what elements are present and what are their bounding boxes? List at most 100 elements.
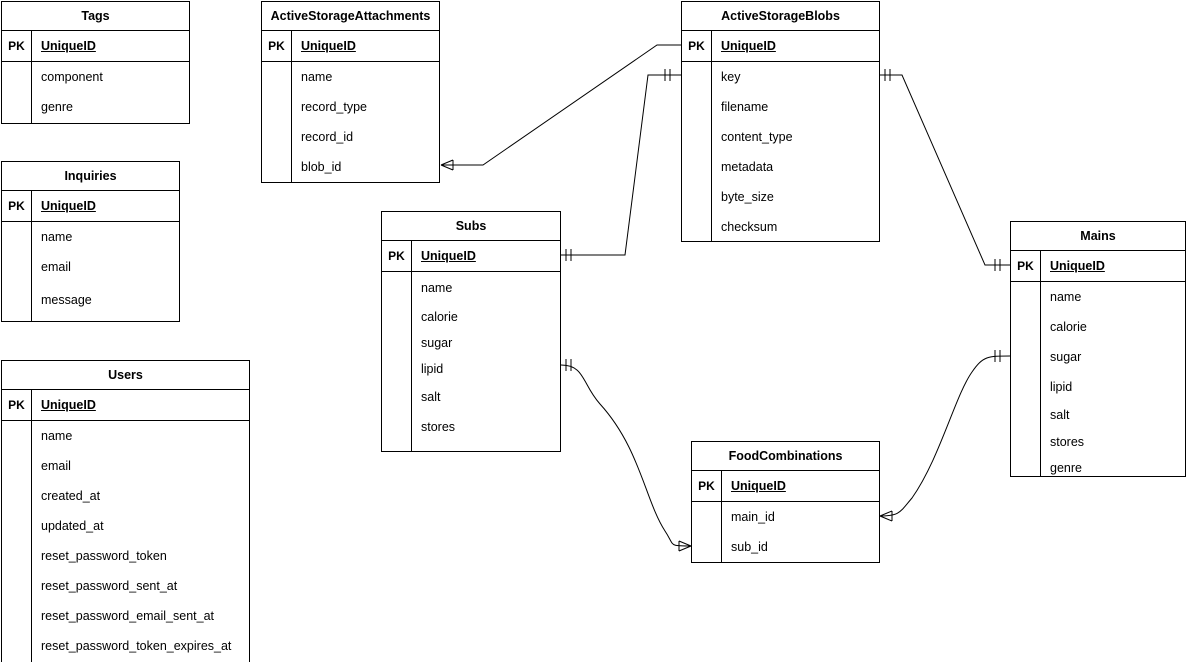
pk-row: PK UniqueID — [692, 471, 879, 502]
attribute-row: reset_password_sent_at — [41, 579, 178, 593]
attribute-body: name calorie sugar lipid salt stores — [382, 272, 560, 451]
attribute-gutter — [2, 222, 32, 321]
attribute-row: content_type — [721, 130, 793, 144]
relationship-foodcombinations-to-mains — [879, 350, 1011, 522]
attribute-list: main_id sub_id — [722, 502, 879, 562]
attribute-body: name calorie sugar lipid salt stores gen… — [1011, 282, 1185, 476]
attribute-row: lipid — [1050, 379, 1073, 394]
attribute-row: reset_password_token — [41, 549, 167, 563]
pk-row: PK UniqueID — [2, 191, 179, 222]
entity-title: Users — [2, 361, 249, 390]
attribute-list: name calorie sugar lipid salt stores — [412, 272, 560, 451]
attribute-body: component genre — [2, 62, 189, 123]
relationship-attachments-to-blobs — [440, 44, 681, 171]
pk-label: PK — [2, 390, 32, 420]
pk-field-name: UniqueID — [731, 479, 786, 493]
pk-field-name: UniqueID — [721, 39, 776, 53]
entity-active-storage-attachments[interactable]: ActiveStorageAttachments PK UniqueID nam… — [261, 1, 440, 183]
entity-title: Tags — [2, 2, 189, 31]
attribute-row: email — [41, 459, 71, 473]
entity-title: Inquiries — [2, 162, 179, 191]
pk-row: PK UniqueID — [2, 31, 189, 62]
attribute-gutter — [1011, 282, 1041, 476]
attribute-body: key filename content_type metadata byte_… — [682, 62, 879, 241]
attribute-row: key — [721, 70, 741, 84]
attribute-row: name — [301, 70, 333, 84]
attribute-row: main_id — [731, 510, 775, 524]
attribute-gutter — [382, 272, 412, 451]
relationship-subs-to-blobs — [561, 69, 681, 261]
pk-field-name: UniqueID — [41, 199, 96, 213]
attribute-row: blob_id — [301, 160, 342, 174]
pk-field-name: UniqueID — [301, 39, 356, 53]
attribute-body: name email message — [2, 222, 179, 321]
pk-row: PK UniqueID — [682, 31, 879, 62]
attribute-list: name email message — [32, 222, 179, 321]
pk-row: PK UniqueID — [382, 241, 560, 272]
entity-active-storage-blobs[interactable]: ActiveStorageBlobs PK UniqueID key filen… — [681, 1, 880, 242]
attribute-row: reset_password_email_sent_at — [41, 609, 215, 623]
attribute-row: record_type — [301, 100, 368, 114]
pk-row: PK UniqueID — [2, 390, 249, 421]
attribute-list: component genre — [32, 62, 189, 123]
pk-field-name: UniqueID — [1050, 259, 1105, 273]
attribute-row: stores — [421, 420, 456, 434]
attribute-gutter — [2, 421, 32, 662]
attribute-row: salt — [421, 390, 441, 404]
entity-mains[interactable]: Mains PK UniqueID name calorie sugar lip… — [1010, 221, 1186, 477]
pk-field-name: UniqueID — [421, 249, 476, 263]
attribute-row: email — [41, 260, 71, 274]
attribute-body: name email created_at updated_at reset_p… — [2, 421, 249, 662]
relationship-blobs-to-mains — [880, 69, 1010, 271]
attribute-row: filename — [721, 100, 769, 114]
attribute-row: updated_at — [41, 519, 104, 533]
attribute-row: record_id — [301, 130, 354, 144]
attribute-gutter — [682, 62, 712, 241]
attribute-row: sub_id — [731, 540, 768, 554]
attribute-row: sugar — [1050, 350, 1082, 364]
entity-title: FoodCombinations — [692, 442, 879, 471]
entity-title: ActiveStorageBlobs — [682, 2, 879, 31]
attribute-body: main_id sub_id — [692, 502, 879, 562]
entity-inquiries[interactable]: Inquiries PK UniqueID name email message — [1, 161, 180, 322]
attribute-row: created_at — [41, 489, 101, 503]
attribute-gutter — [692, 502, 722, 562]
attribute-row: name — [41, 429, 73, 443]
attribute-row: lipid — [421, 362, 444, 376]
attribute-row: name — [421, 281, 453, 295]
attribute-row: name — [1050, 290, 1082, 304]
attribute-list: key filename content_type metadata byte_… — [712, 62, 879, 241]
attribute-row: byte_size — [721, 190, 774, 204]
pk-label: PK — [382, 241, 412, 271]
attribute-row: stores — [1050, 435, 1085, 449]
pk-row: PK UniqueID — [262, 31, 439, 62]
pk-label: PK — [1011, 251, 1041, 281]
attribute-list: name record_type record_id blob_id — [292, 62, 439, 182]
entity-title: ActiveStorageAttachments — [262, 2, 439, 31]
attribute-row: name — [41, 230, 73, 244]
pk-label: PK — [2, 31, 32, 61]
attribute-row: calorie — [1050, 320, 1087, 334]
pk-field-name: UniqueID — [41, 398, 96, 412]
attribute-list: name calorie sugar lipid salt stores gen… — [1041, 282, 1185, 476]
attribute-row: salt — [1050, 408, 1070, 422]
pk-field-name: UniqueID — [41, 39, 96, 53]
attribute-row: metadata — [721, 160, 774, 174]
attribute-row: sugar — [421, 336, 453, 350]
entity-title: Mains — [1011, 222, 1185, 251]
attribute-row: reset_password_token_expires_at — [41, 639, 232, 653]
attribute-gutter — [2, 62, 32, 123]
attribute-row: genre — [1050, 461, 1082, 475]
entity-tags[interactable]: Tags PK UniqueID component genre — [1, 1, 190, 124]
attribute-row: calorie — [421, 310, 458, 324]
entity-food-combinations[interactable]: FoodCombinations PK UniqueID main_id sub… — [691, 441, 880, 563]
pk-row: PK UniqueID — [1011, 251, 1185, 282]
attribute-list: name email created_at updated_at reset_p… — [32, 421, 249, 662]
attribute-row: message — [41, 292, 92, 307]
entity-users[interactable]: Users PK UniqueID name email created_at … — [1, 360, 250, 662]
entity-subs[interactable]: Subs PK UniqueID name calorie sugar lipi… — [381, 211, 561, 452]
pk-label: PK — [682, 31, 712, 61]
entity-title: Subs — [382, 212, 560, 241]
attribute-gutter — [262, 62, 292, 182]
